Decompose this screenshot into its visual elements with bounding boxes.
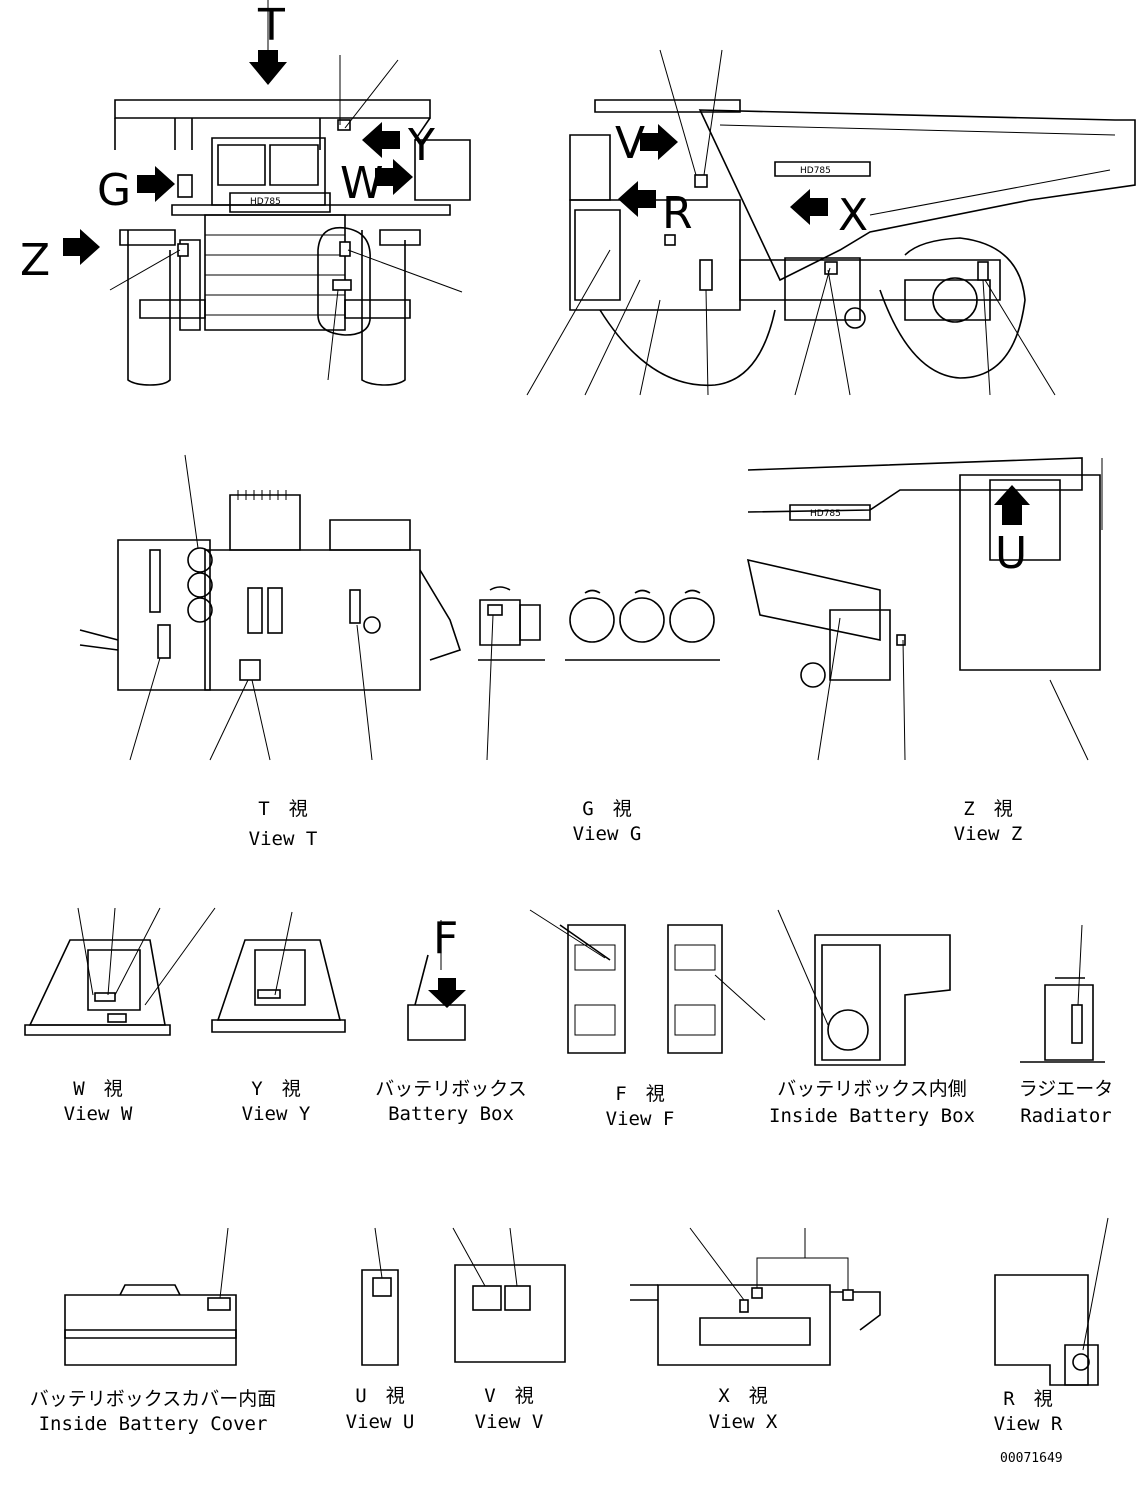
- caption-view-v-en: View V: [475, 1411, 544, 1433]
- inside-battery-cover-drawing: [64, 1227, 237, 1366]
- side-logo-text: HD785: [800, 166, 831, 176]
- label-f: F: [433, 913, 458, 964]
- caption-view-g-jp: G 視: [582, 798, 631, 820]
- label-z: Z: [20, 235, 50, 286]
- captions: T 視 View T G 視 View G Z 視 View Z W 視 Vie…: [30, 798, 1114, 1466]
- arrow-f-icon: [428, 978, 466, 1008]
- arrow-g-icon: [137, 166, 175, 202]
- drawing-number: 00071649: [1000, 1451, 1063, 1466]
- arrow-w-left-icon: [362, 122, 400, 158]
- view-t-drawing: [79, 454, 462, 761]
- caption-view-t-en: View T: [249, 828, 318, 850]
- caption-radiator-en: Radiator: [1020, 1105, 1112, 1127]
- caption-view-w-jp: W 視: [73, 1078, 122, 1100]
- label-x: X: [838, 190, 868, 241]
- label-g: G: [97, 165, 131, 216]
- side-view-drawing: HD785: [526, 49, 1136, 396]
- caption-view-y-jp: Y 視: [251, 1078, 300, 1100]
- caption-inside-battery-box-en: Inside Battery Box: [769, 1105, 975, 1127]
- front-view-drawing: HD785: [109, 55, 471, 386]
- caption-inside-battery-box-jp: バッテリボックス内側: [777, 1078, 966, 1100]
- arrow-u-icon: [994, 485, 1030, 525]
- caption-inside-battery-cover-en: Inside Battery Cover: [39, 1413, 268, 1435]
- view-y-drawing: [211, 911, 346, 1033]
- caption-view-t-jp: T 視: [258, 798, 307, 820]
- caption-view-f-en: View F: [606, 1108, 675, 1130]
- caption-view-z-jp: Z 視: [963, 798, 1012, 820]
- label-v: V: [615, 118, 645, 169]
- view-u-arrow: U: [994, 485, 1030, 579]
- caption-view-v-jp: V 視: [484, 1385, 533, 1407]
- caption-view-u-en: View U: [346, 1411, 415, 1433]
- view-g-drawing: [478, 586, 720, 761]
- label-y: Y: [407, 120, 435, 171]
- label-t: T: [257, 0, 285, 51]
- arrow-r-icon: [618, 181, 656, 217]
- caption-view-x-en: View X: [709, 1411, 778, 1433]
- view-arrows-front: G Z W Y: [20, 0, 435, 286]
- view-r-drawing: [994, 1217, 1109, 1386]
- caption-battery-box-en: Battery Box: [388, 1103, 514, 1125]
- arrow-v-icon: [640, 124, 678, 160]
- caption-view-g-en: View G: [573, 823, 642, 845]
- view-v-drawing: [452, 1227, 566, 1363]
- caption-view-w-en: View W: [64, 1103, 133, 1125]
- front-logo-text: HD785: [250, 197, 281, 207]
- view-z-drawing: HD785: [746, 457, 1103, 761]
- caption-battery-box-jp: バッテリボックス: [375, 1078, 526, 1100]
- arrow-y-icon: [375, 159, 413, 195]
- arrow-x-icon: [790, 189, 828, 225]
- arrow-t-icon: [249, 50, 287, 85]
- caption-radiator-jp: ラジエータ: [1019, 1078, 1114, 1100]
- label-u: U: [995, 528, 1027, 579]
- caption-view-z-en: View Z: [954, 823, 1023, 845]
- view-f-drawing: [529, 909, 766, 1054]
- label-r: R: [662, 188, 693, 239]
- caption-view-r-en: View R: [994, 1413, 1063, 1435]
- view-u-drawing: [361, 1227, 399, 1366]
- z-logo-text: HD785: [810, 509, 841, 519]
- view-x-drawing: [630, 1227, 881, 1366]
- view-w-drawing: [24, 907, 216, 1036]
- caption-view-x-jp: X 視: [718, 1385, 767, 1407]
- caption-view-f-jp: F 視: [615, 1083, 664, 1105]
- radiator-drawing: [1020, 924, 1105, 1063]
- battery-box-drawing: F: [407, 913, 466, 1041]
- arrow-z-icon: [63, 229, 100, 265]
- caption-view-r-jp: R 視: [1003, 1388, 1052, 1410]
- caption-view-y-en: View Y: [242, 1103, 311, 1125]
- label-w: W: [340, 158, 384, 209]
- inside-battery-box-drawing: [777, 909, 951, 1066]
- caption-inside-battery-cover-jp: バッテリボックスカバー内面: [30, 1388, 276, 1410]
- caption-view-u-jp: U 視: [355, 1385, 404, 1407]
- view-arrows-side: V R X: [615, 118, 868, 241]
